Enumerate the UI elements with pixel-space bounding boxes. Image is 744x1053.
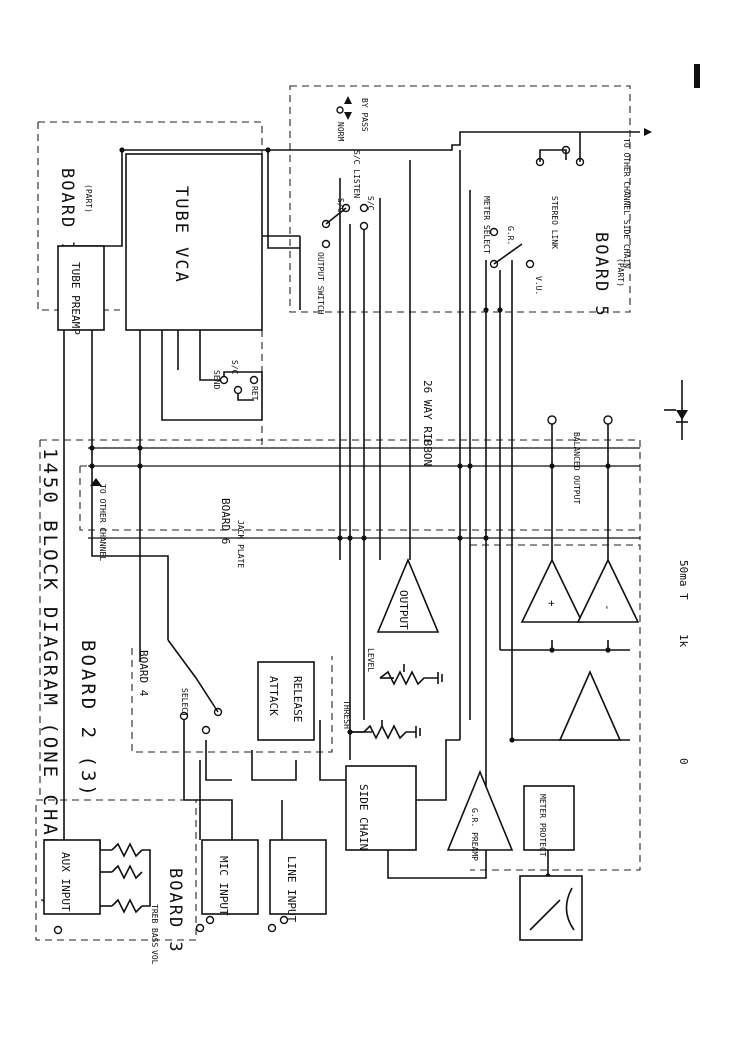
board5-outline: [289, 85, 631, 313]
output-switch-label: OUTPUT SWITCH: [316, 252, 325, 315]
thresh-pot: THRESH: [342, 700, 421, 740]
stereo-link-switch: STEREO LINK TO OTHER CHANNEL SIDE CHAIN: [535, 128, 652, 268]
diode-symbol: [664, 380, 688, 440]
input-select-switch: SELECT: [167, 639, 223, 735]
line-input-block: LINE INPUT: [269, 839, 327, 923]
board2-label: BOARD 2 (3): [77, 640, 99, 799]
release-label: RELEASE: [291, 676, 304, 722]
aux-input-block: AUX INPUT: [43, 839, 101, 915]
select-label: SELECT: [180, 688, 189, 717]
attack-label: ATTACK: [267, 676, 280, 716]
side-chain-label: SIDE CHAIN: [357, 784, 370, 850]
value-zero: 0: [677, 758, 690, 765]
gr-preamp-label: G.R. PREAMP: [470, 808, 479, 861]
board4-outline: [131, 648, 333, 753]
attack-release-block: ATTACK RELEASE: [257, 661, 315, 741]
gr-label: G.R.: [506, 226, 515, 245]
meter-symbol: [519, 875, 583, 941]
other-channel-sidechain-label: TO OTHER CHANNEL SIDE CHAIN: [622, 138, 631, 268]
meter-select-label: METER SELECT: [482, 196, 491, 254]
aux-input-label: AUX INPUT: [59, 852, 72, 912]
sc-listen-label: S/C LISTEN: [352, 150, 361, 198]
diagram-title: 1450 BLOCK DIAGRAM (ONE CHANNEL): [39, 448, 61, 910]
balanced-output-terminals: BALANCED OUTPUT: [547, 415, 613, 504]
tube-vca-block: TUBE VCA: [125, 153, 263, 331]
board-labels: BOARD 7 (PART) BOARD 5 (PART) BOARD 6 JA…: [39, 168, 625, 954]
input-terminals: [53, 915, 289, 935]
send-label: SEND: [212, 370, 221, 389]
vu-label: V.U.: [534, 276, 543, 295]
board6-sub-label: JACK PLATE: [236, 520, 245, 568]
mic-input-label: MIC INPUT: [217, 856, 230, 916]
thresh-label: THRESH: [342, 700, 351, 729]
meter-select-switch: METER SELECT G.R. V.U.: [482, 196, 543, 295]
tube-preamp-label: TUBE PREAMP: [69, 262, 82, 335]
send-return-jacks: SEND S/C RET: [212, 360, 259, 401]
vol-label: VOL: [150, 950, 159, 965]
bass-label: BASS: [150, 928, 159, 947]
aux-pots: TREB BASS VOL: [111, 842, 159, 965]
switch-sc-a: S/C: [336, 198, 345, 213]
board5-part-label: (PART): [616, 258, 625, 287]
junction-dots: [89, 147, 611, 879]
board3-label: BOARD 3: [165, 868, 185, 954]
board7-label: BOARD 7: [57, 168, 77, 254]
plus-amp: +: [520, 558, 584, 623]
by-pass-label: BY PASS: [360, 98, 369, 132]
output-switch: OUTPUT SWITCH S/C S/C: [316, 196, 375, 315]
balanced-output-label: BALANCED OUTPUT: [572, 432, 581, 504]
board6-outline: [39, 439, 641, 800]
meter-protect-block: METER PROTECT: [523, 785, 575, 857]
corner-mark: [694, 64, 700, 88]
value-1k: 1k: [677, 634, 690, 648]
line-input-label: LINE INPUT: [285, 856, 298, 923]
driver-amp: [558, 670, 622, 741]
stereo-link-label: STEREO LINK: [550, 196, 559, 249]
plus-sign: +: [545, 600, 558, 607]
output-amp: OUTPUT: [376, 557, 440, 633]
minus-amp: -: [576, 558, 640, 623]
board4-label: BOARD 4: [137, 650, 150, 697]
gr-preamp: G.R. PREAMP: [446, 769, 514, 861]
board7-part-label: (PART): [84, 184, 93, 213]
tube-vca-label: TUBE VCA: [171, 186, 191, 284]
ret-label: RET: [250, 386, 259, 401]
side-chain-block: SIDE CHAIN: [345, 765, 417, 851]
level-label: LEVEL: [366, 648, 375, 672]
output-amp-label: OUTPUT: [397, 590, 410, 630]
board2-outline: [470, 544, 641, 871]
listen-switch: NORM S/C LISTEN BY PASS: [336, 96, 369, 198]
mic-input-block: MIC INPUT: [201, 839, 259, 916]
minus-sign: -: [601, 604, 614, 611]
norm-label: NORM: [336, 122, 345, 141]
value-50ma: 50ma T: [677, 560, 690, 600]
treb-label: TREB: [150, 904, 159, 923]
wiring: [63, 131, 640, 907]
ribbon-label: 26 WAY RIBBON: [421, 380, 434, 466]
misc-labels: 26 WAY RIBBON TO OTHER CHANNEL 1k 50ma T…: [90, 380, 690, 765]
board5-label: BOARD 5: [591, 232, 611, 318]
tube-preamp-block: TUBE PREAMP: [57, 245, 105, 335]
meter-protect-label: METER PROTECT: [538, 794, 547, 857]
switch-sc-b: S/C: [366, 196, 375, 211]
sc-jack-label: S/C: [230, 360, 239, 375]
level-pot: LEVEL: [366, 648, 443, 686]
board3-outline: [35, 799, 197, 941]
board6-label: BOARD 6: [219, 498, 232, 544]
to-other-channel-label: TO OTHER CHANNEL: [98, 484, 107, 561]
